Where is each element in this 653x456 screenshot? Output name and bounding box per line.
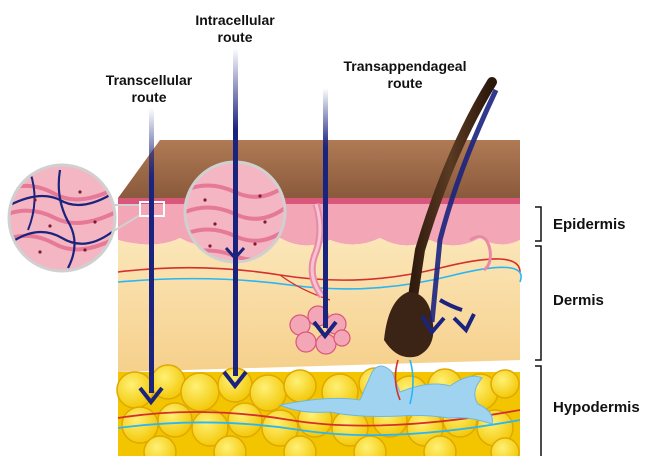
hypodermis-label: Hypodermis bbox=[553, 399, 640, 416]
layer-brackets bbox=[535, 207, 541, 456]
transcellular-route-label: Transcellular route bbox=[94, 72, 204, 106]
dermis-label: Dermis bbox=[553, 292, 604, 309]
intracellular-route-label: Intracellular route bbox=[180, 12, 290, 46]
transappendageal-route-label: Transappendageal route bbox=[330, 58, 480, 92]
epidermis-label: Epidermis bbox=[553, 216, 626, 233]
